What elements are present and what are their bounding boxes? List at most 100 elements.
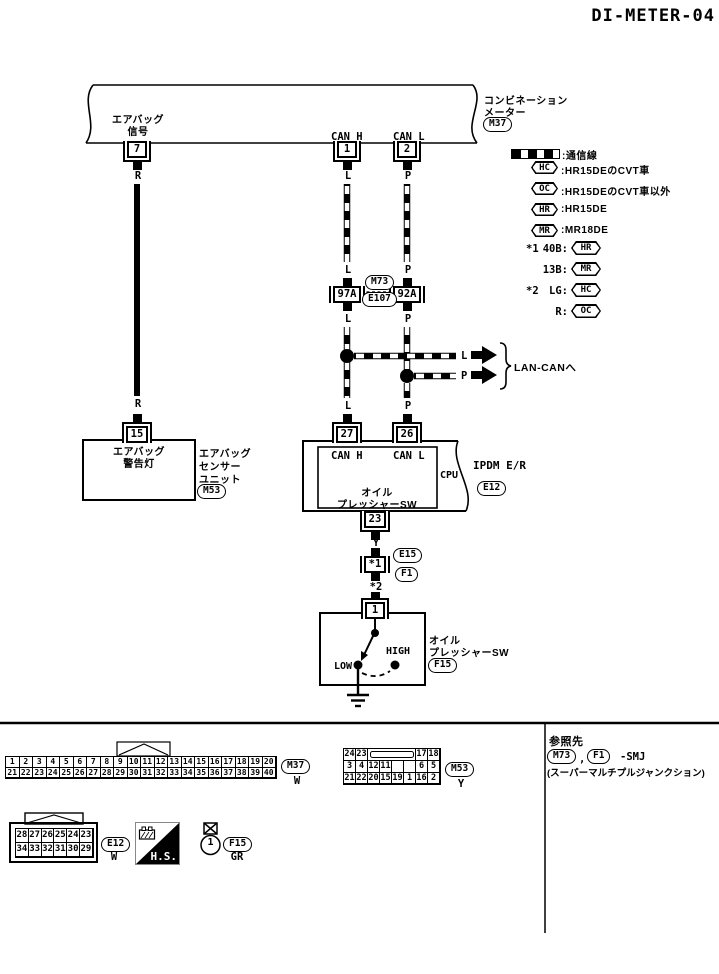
connector-pin-cell: 40 [261, 766, 276, 778]
connector-pin-cell: 27 [27, 828, 42, 843]
connector-pin-cell: 30 [66, 841, 80, 857]
terminal-7: 7 [120, 141, 154, 170]
legend-hex-hr: HR [531, 203, 558, 216]
connector-id-oval-f15-view: F15 [223, 837, 253, 852]
lan-arrow-p-icon [471, 366, 497, 384]
connector-pin-cell: 24 [45, 766, 60, 778]
airbag-signal-label-1: エアバッグ [111, 115, 165, 126]
f15-pin-number: 1 [207, 837, 214, 848]
legend-label-oc: :HR15DEのCVT車以外 [561, 187, 671, 198]
connector-pin-cell: 23 [32, 766, 47, 778]
wire-p-above-92a: P [404, 264, 412, 276]
wire-color-p-top: P [404, 170, 412, 182]
wire-l-below-97a: L [344, 313, 352, 325]
wire-p-below-92a: P [404, 313, 412, 325]
terminal-oil-1: 1 [358, 592, 392, 619]
lan-wire-p: P [461, 370, 468, 382]
connector-id-oval-f1: F1 [395, 567, 419, 582]
note-label-2: 13B: [542, 264, 568, 276]
connector-pin-cell: 22 [18, 766, 33, 778]
meter-name-2: メーター [484, 108, 526, 119]
legend-label-hr: :HR15DE [561, 204, 608, 215]
connector-pin-cell: 37 [221, 766, 236, 778]
page-title: DI-METER-04 [591, 6, 715, 26]
terminal-23: 23 [358, 511, 392, 540]
legend-label-mr: :MR18DE [561, 225, 609, 236]
terminal-smj-star1: *1 [357, 548, 393, 581]
connector-pin-cell: 35 [194, 766, 209, 778]
ipdm-cpu-label: CPU [440, 470, 459, 481]
connector-pin-cell: 30 [126, 766, 141, 778]
meter-name-1: コンビネーション [484, 96, 568, 107]
connector-pin-cell: 33 [167, 766, 182, 778]
connector-id-oval-f15: F15 [428, 658, 458, 673]
connector-pin-cell: 24 [66, 828, 80, 843]
note-prefix-1: *1 [526, 243, 539, 255]
oil-sw-name-2: プレッシャーSW [429, 648, 510, 659]
terminal-2: 2 [390, 141, 424, 170]
connector-id-oval-e107: E107 [362, 292, 397, 307]
can-l-label: CAN L [393, 131, 425, 143]
connector-pin-cell: 29 [113, 766, 128, 778]
terminal-15: 15 [120, 414, 154, 443]
wire-color-r-bottom: R [134, 398, 142, 410]
connector-pin-cell: 18 [427, 748, 440, 761]
connector-pin-cell: 34 [180, 766, 195, 778]
airbag-lamp-label-1: エアバッグ [112, 447, 166, 458]
connector-pin-cell: 27 [86, 766, 101, 778]
reference-smj-suffix: -SMJ [620, 751, 646, 763]
oil-sw-low-label: LOW [334, 661, 353, 672]
note-hex-1: HR [571, 241, 601, 255]
connector-pin-cell: 39 [248, 766, 263, 778]
connector-id-oval-e12: E12 [477, 481, 507, 496]
ground-icon [347, 669, 369, 708]
connector-id-oval-m37: M37 [483, 117, 513, 132]
ipdm-load-label-2: プレッシャーSW [336, 500, 418, 511]
connector-id-oval-e12-view: E12 [101, 837, 131, 852]
e12-color: W [110, 851, 118, 863]
terminal-92a: 92A [385, 278, 429, 311]
ipdm-name: IPDM E/R [473, 459, 526, 472]
connector-pin-cell: 25 [53, 828, 68, 843]
can-h-label: CAN H [331, 131, 363, 143]
connector-pin-cell: 16 [415, 771, 428, 785]
connector-pin-cell: 23 [78, 828, 93, 843]
oil-sw-high-label: HIGH [386, 646, 411, 657]
connector-pin-cell: 26 [40, 828, 55, 843]
wire-color-y: Y [372, 537, 380, 549]
wire-l-above-27: L [344, 400, 352, 412]
connector-pin-cell: 32 [40, 841, 55, 857]
comm-line-sample-icon [511, 149, 560, 159]
note-hex-2: MR [571, 262, 601, 276]
oil-sw-name-1: オイル [429, 636, 461, 647]
reference-note: (スーパーマルチプルジャンクション) [547, 768, 705, 779]
connector-pin-cell: 2 [427, 771, 440, 785]
legend-comm-label: :通信線 [562, 151, 598, 162]
reference-title: 参照先 [549, 736, 584, 748]
airbag-unit-name-2: センサー [199, 462, 241, 473]
m53-color: Y [457, 778, 465, 790]
connector-pin-cell: 31 [140, 766, 155, 778]
connector-pin-cell: 34 [15, 841, 29, 857]
terminal-26: 26 [388, 414, 426, 443]
can-h-junction-dot [340, 349, 354, 363]
note-label-4: R: [555, 306, 568, 318]
wire-label-star2: *2 [369, 581, 383, 593]
connector-pin-cell: 26 [72, 766, 87, 778]
lan-wire-l: L [461, 350, 468, 362]
f15-color: GR [230, 851, 244, 863]
lan-arrow-l-icon [471, 346, 497, 364]
connector-pin-cell: 28 [99, 766, 114, 778]
connector-pin-cell: 31 [53, 841, 68, 857]
airbag-unit-name-1: エアバッグ [199, 449, 252, 460]
lan-can-label: LAN-CANへ [514, 362, 577, 374]
ipdm-can-l-label: CAN L [393, 450, 425, 462]
hs-view-direction-icon: H.S. [135, 822, 180, 865]
ipdm-load-label-1: オイル [361, 488, 393, 499]
connector-pin-cell: 29 [78, 841, 93, 857]
airbag-unit-name-3: ユニット [199, 475, 241, 486]
legend-hex-oc: OC [531, 182, 558, 195]
connector-pin-cell: 32 [153, 766, 168, 778]
